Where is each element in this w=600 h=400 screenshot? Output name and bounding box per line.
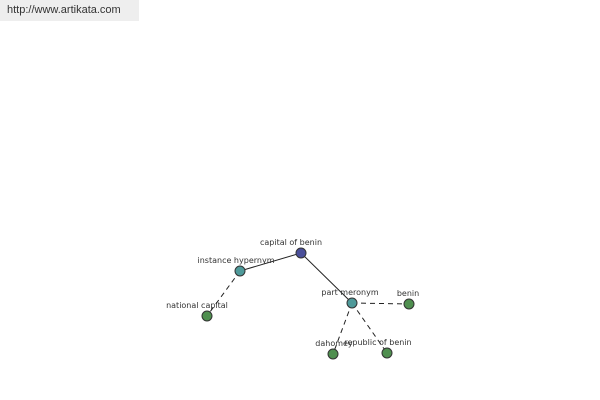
edge-part-meronym-to-benin — [351, 302, 410, 305]
node-label-instance-hypernym: instance hypernym — [198, 256, 275, 265]
node-instance-hypernym[interactable] — [234, 265, 246, 277]
watermark-url: http://www.artikata.com — [0, 0, 139, 21]
node-label-national-capital: national capital — [166, 301, 228, 310]
node-capital-of-benin[interactable] — [295, 247, 307, 259]
node-label-republic-of-benin: republic of benin — [344, 338, 411, 347]
node-dahomey[interactable] — [327, 348, 339, 360]
edges-layer — [206, 252, 410, 355]
node-label-benin: benin — [397, 289, 419, 298]
node-label-capital-of-benin: capital of benin — [260, 238, 322, 247]
node-label-dahomey: dahomey — [315, 339, 353, 348]
edge-part-meronym-to-dahomey — [332, 302, 353, 355]
edge-capital-of-benin-to-part-meronym — [300, 252, 353, 304]
edge-capital-of-benin-to-instance-hypernym — [239, 252, 302, 272]
nodes-layer — [201, 247, 415, 360]
edge-instance-hypernym-to-national-capital — [206, 270, 241, 317]
node-republic-of-benin[interactable] — [381, 347, 393, 359]
node-part-meronym[interactable] — [346, 297, 358, 309]
node-benin[interactable] — [403, 298, 415, 310]
node-national-capital[interactable] — [201, 310, 213, 322]
labels-layer: capital of benin instance hypernym nationa… — [166, 238, 419, 348]
node-label-part-meronym: part meronym — [321, 288, 378, 297]
edge-part-meronym-to-republic-of-benin — [351, 302, 388, 354]
